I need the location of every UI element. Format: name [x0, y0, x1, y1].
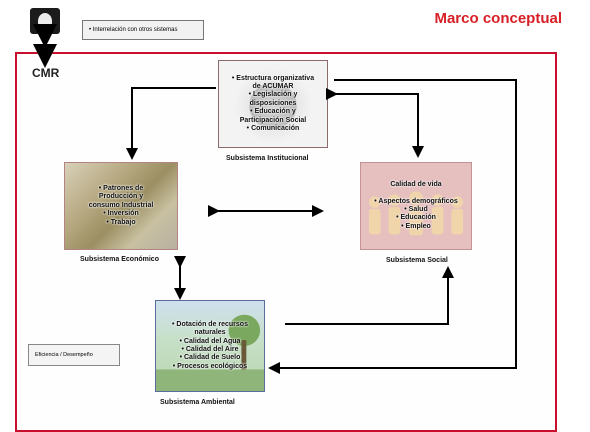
- social-line: • Educación: [396, 214, 436, 222]
- connector-arrows: [33, 24, 517, 374]
- institutional-line: de ACUMAR: [252, 83, 294, 91]
- social-line: Calidad de vida: [390, 180, 442, 188]
- institutional-line: • Educación y: [250, 108, 296, 116]
- environmental-caption: Subsistema Ambiental: [160, 399, 235, 406]
- economic-line: • Inversión: [103, 210, 139, 218]
- environmental-line: • Calidad de Suelo: [179, 354, 241, 362]
- economic-line: Producción y: [98, 193, 144, 201]
- environmental-line: • Procesos ecológicos: [172, 362, 248, 370]
- cmr-label: CMR: [32, 66, 60, 80]
- environmental-line: naturales: [194, 329, 226, 337]
- efficiency-note-text: Eficiencia / Desempeño: [35, 352, 93, 358]
- social-caption: Subsistema Social: [386, 257, 448, 264]
- environmental-box: • Dotación de recursos naturales • Calid…: [155, 300, 265, 392]
- institutional-text: • Estructura organizativa de ACUMAR • Le…: [229, 75, 317, 134]
- social-line: • Salud: [404, 206, 428, 213]
- institutional-line: disposiciones: [249, 99, 297, 107]
- inst-amb-loop: [268, 79, 517, 374]
- amb-soc-arrow: [285, 266, 454, 325]
- economic-text: • Patrones de Producción y consumo Indus…: [86, 185, 157, 227]
- social-line: • Aspectos demográficos: [374, 197, 458, 205]
- inst-soc-arrow: [326, 88, 424, 158]
- economic-line: consumo Industrial: [88, 201, 154, 209]
- inst-econ-arrow: [126, 87, 216, 160]
- efficiency-note: Eficiencia / Desempeño: [28, 344, 120, 366]
- economic-line: • Patrones de: [98, 185, 144, 193]
- environmental-line: • Calidad del Aire: [181, 346, 239, 353]
- institutional-box: • Estructura organizativa de ACUMAR • Le…: [218, 60, 328, 148]
- environmental-text: • Dotación de recursos naturales • Calid…: [169, 321, 251, 371]
- institutional-line: • Legislación y: [248, 91, 298, 99]
- tree-icon: [156, 314, 264, 391]
- economic-caption: Subsistema Económico: [80, 256, 159, 263]
- institutional-caption: Subsistema Institucional: [226, 155, 309, 162]
- institutional-line: • Estructura organizativa: [231, 74, 315, 82]
- economic-box: • Patrones de Producción y consumo Indus…: [64, 162, 178, 250]
- environmental-line: • Dotación de recursos: [172, 320, 248, 328]
- economic-line: • Trabajo: [106, 218, 136, 226]
- social-line: • Empleo: [401, 222, 431, 230]
- institutional-line: Participación Social: [239, 116, 307, 124]
- social-text: Calidad de vida • Aspectos demográficos …: [371, 181, 461, 231]
- interrelation-note-text: • Interrelación con otros sistemas: [89, 27, 178, 33]
- environmental-line: • Calidad del Agua: [179, 337, 241, 345]
- interrelation-note: • Interrelación con otros sistemas: [82, 20, 204, 40]
- people-icon: [368, 191, 464, 236]
- page-title: Marco conceptual: [434, 10, 562, 27]
- institutional-line: • Comunicación: [246, 124, 300, 132]
- social-box: Calidad de vida • Aspectos demográficos …: [360, 162, 472, 250]
